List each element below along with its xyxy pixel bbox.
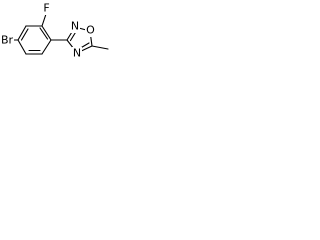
fluorine-atom: F — [42, 2, 51, 15]
atom-labels: Br F N O N — [0, 2, 96, 60]
bond-c3-c4 — [17, 25, 27, 41]
nitrogen-top-atom: N — [70, 20, 80, 33]
nitrogen-top-label: N — [71, 20, 79, 33]
bond-c1-c2 — [41, 25, 52, 41]
chemical-structure: Br F N O N — [0, 2, 109, 60]
bond-c5ox-methyl — [91, 45, 109, 50]
bromine-atom: Br — [0, 33, 14, 47]
bond-c1-c2-double — [39, 27, 49, 40]
bond-c4-c5 — [17, 39, 27, 55]
oxygen-label: O — [86, 24, 95, 37]
nitrogen-bottom-atom: N — [72, 47, 82, 60]
bromine-label: Br — [1, 34, 14, 47]
bond-c6-c1 — [41, 39, 52, 55]
bond-c3-c4-double — [20, 28, 29, 41]
bond-c2-f — [41, 13, 47, 27]
oxygen-atom: O — [85, 24, 96, 37]
nitrogen-bottom-label: N — [73, 47, 81, 60]
fluorine-label: F — [43, 2, 49, 15]
